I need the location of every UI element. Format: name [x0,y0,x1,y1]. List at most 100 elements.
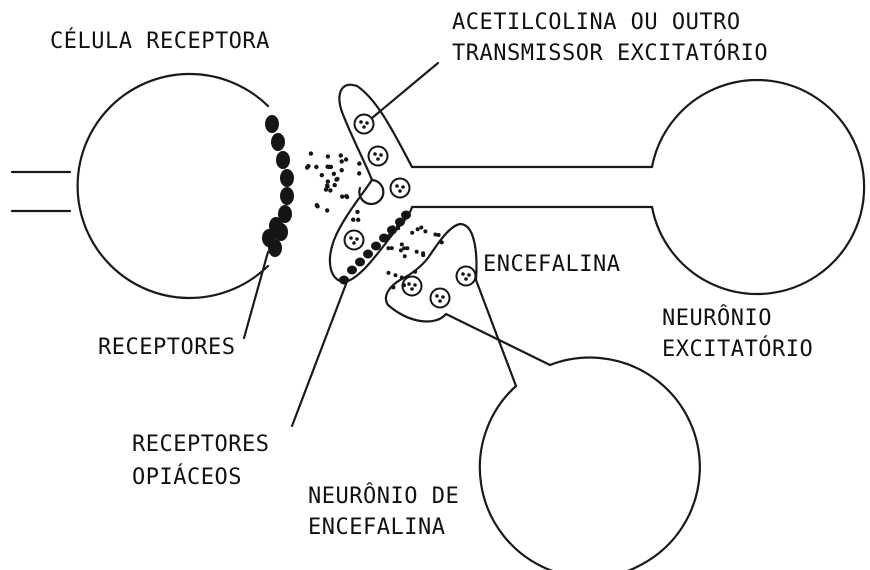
receptor-cell [12,74,268,298]
enkephalin-label: ENCEFALINA [483,250,620,279]
vesicle-content [376,157,380,161]
vesicle-content [359,120,363,124]
vesicle-content [352,241,356,245]
enkephalin-molecule [410,231,414,235]
opiate-receptor-bead [379,234,389,243]
transmitter-molecule [356,218,360,222]
transmitter-molecule [326,179,330,183]
enkephalin-molecule [388,234,392,238]
vesicle-membrane [391,179,410,198]
excitatory-neuron [412,80,864,294]
vesicle-content [349,236,353,240]
vesicle-content [379,153,383,157]
transmitter-label-line2: TRANSMISSOR EXCITATÓRIO [452,39,768,68]
enkephalin-neuron-label-line2: ENCEFALINA [308,513,445,542]
enkephalin-molecule [421,253,425,257]
receptor-bead [271,133,285,151]
enkephalin-molecule [440,240,444,244]
transmitter-leader [372,63,438,118]
receptor-bead [276,151,290,169]
vesicle-content [441,295,445,299]
released-transmitter [305,151,361,222]
transmitter-molecule [340,168,344,172]
vesicle-content [461,272,465,276]
enkephalin-molecule [386,246,390,250]
vesicle-content [401,185,405,189]
receptors [262,115,294,257]
transmitter-label-line1: ACETILCOLINA OU OUTRO [452,8,741,37]
enkephalin-molecule [394,273,398,277]
vesicle-membrane [431,289,450,308]
opiate-receptors-label-line2: OPIÁCEOS [132,463,242,492]
enkephalin-molecule [402,246,406,250]
transmitter-molecule [326,154,330,158]
vesicle [457,267,476,286]
opiate-receptors-leader [292,284,346,426]
transmitter-molecule [340,194,344,198]
receptors-leader [244,252,268,338]
transmitter-molecule [333,183,337,187]
enkephalin-molecule [390,246,394,250]
enkephalin-molecule [400,242,404,246]
enkephalin-molecule [391,285,395,289]
vesicle-content [464,277,468,281]
enkephalin-molecule [387,271,391,275]
vesicle [369,147,388,166]
enkephalin-molecule [400,276,404,280]
vesicle-content [435,294,439,298]
vesicle-content [410,287,414,291]
opiate-receptor-bead [371,242,381,251]
vesicle [391,179,410,198]
receptors-label: RECEPTORES [98,333,235,362]
transmitter-molecule [309,151,313,155]
transmitter-molecule [335,177,339,181]
receptor-bead [280,187,294,205]
enkephalin-molecule [415,250,419,254]
receptor-bead [280,169,294,187]
released-enkephalin [386,224,443,289]
enkephalin-molecule [413,270,417,274]
vesicle [431,289,450,308]
transmitter-molecule [325,208,329,212]
transmitter-molecule [339,153,343,157]
transmitter-molecule [314,165,318,169]
transmitter-molecule [325,184,329,188]
opiate-receptor-bead [401,211,411,220]
transmitter-molecule [357,161,361,165]
opiate-receptor-bead [339,276,349,285]
enkephalin-molecule [433,233,437,237]
vesicle-content [438,299,442,303]
enkephalin-molecule [396,224,400,228]
enkephalin-molecule [423,229,427,233]
transmitter-molecule [332,172,336,176]
opiate-receptor-bead [355,258,365,267]
vesicle [355,115,374,134]
vesicle-content [395,184,399,188]
enkephalin-molecule [416,227,420,231]
enkephalin-molecule [419,226,423,230]
transmitter-molecule [328,188,332,192]
transmitter-molecule [315,203,319,207]
enkephalin-neuron-label-line1: NEURÔNIO DE [308,482,459,511]
opiate-receptor-bead [347,266,357,275]
vesicle-membrane [369,147,388,166]
vesicle-membrane [345,231,364,250]
transmitter-molecule [357,171,361,175]
enkephalin-molecule [402,283,406,287]
opiate-receptors-label-line1: RECEPTORES [132,430,269,459]
enkephalin-molecule [403,254,407,258]
transmitter-molecule [320,173,324,177]
vesicle [345,231,364,250]
transmitter-molecule [327,165,331,169]
vesicle-membrane [355,115,374,134]
receptor-bead [265,115,279,133]
transmitter-molecule [344,157,348,161]
vesicle-content [373,152,377,156]
vesicle-content [413,283,417,287]
excitatory-neuron-label-line2: EXCITATÓRIO [662,335,813,364]
transmitter-molecule [340,159,344,163]
enkephalin-molecule [391,225,395,229]
vesicle-content [365,121,369,125]
vesicle-membrane [457,267,476,286]
vesicle-content [362,125,366,129]
